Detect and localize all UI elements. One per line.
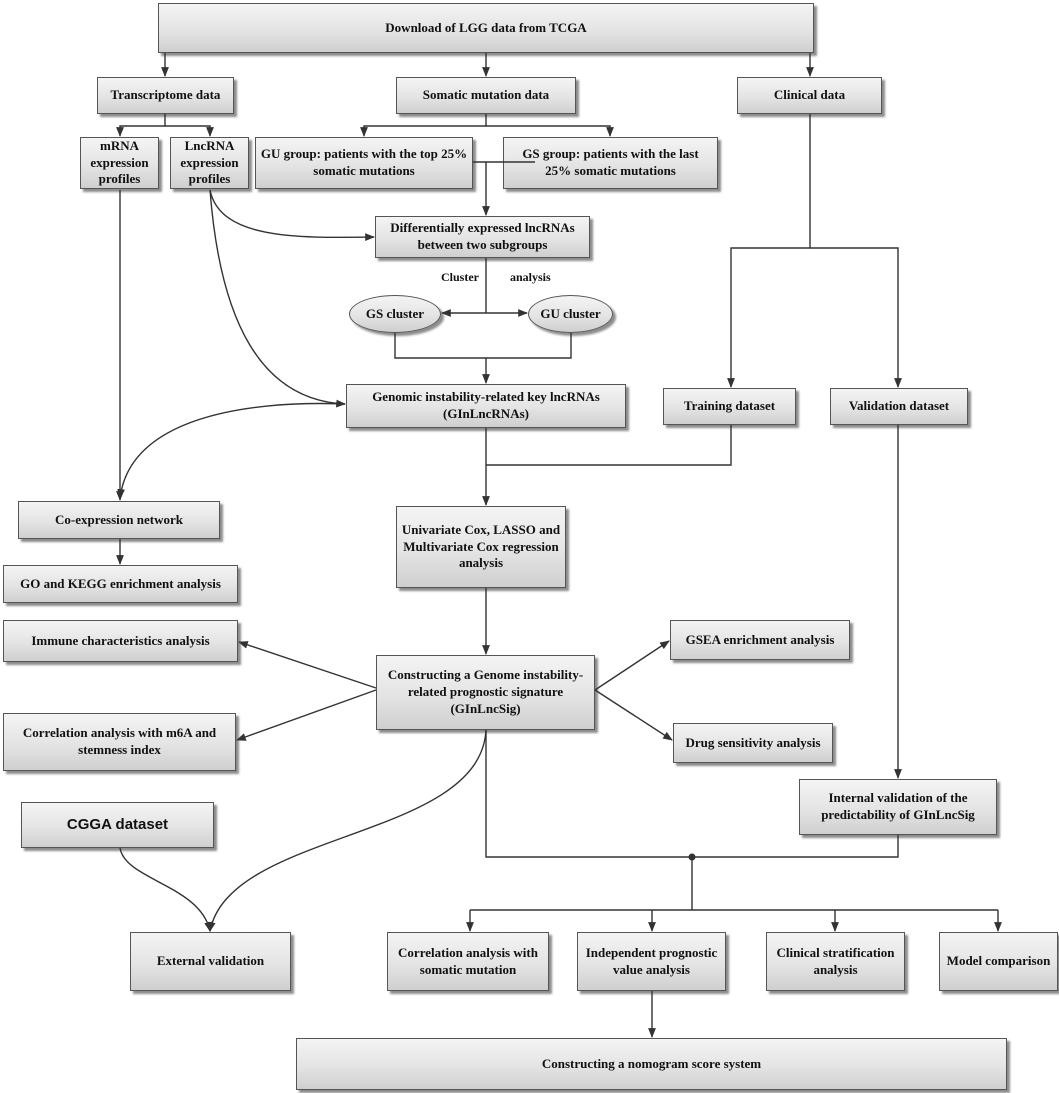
node-m6a-stemness: Correlation analysis with m6A and stemne…: [3, 713, 236, 771]
node-gsea-enrichment: GSEA enrichment analysis: [670, 620, 850, 660]
label-cluster: Cluster: [441, 270, 479, 284]
node-model-comparison: Model comparison: [939, 932, 1058, 991]
node-lncrna-profiles: LncRNA expression profiles: [170, 137, 249, 189]
connector-3: [116, 114, 166, 137]
node-download: Download of LGG data from TCGA: [158, 3, 814, 53]
node-correlation-somatic: Correlation analysis with somatic mutati…: [387, 932, 549, 991]
connector-6: [486, 125, 614, 137]
junction-dot: [688, 853, 696, 861]
node-immune-characteristics: Immune characteristics analysis: [3, 620, 238, 662]
connector-38: [207, 729, 487, 932]
connector-5: [360, 114, 487, 137]
node-mrna-profiles: mRNA expression profiles: [80, 137, 159, 189]
connector-29: [692, 835, 899, 858]
connector-24: [236, 689, 377, 741]
connector-16: [117, 402, 346, 499]
connector-37: [119, 847, 212, 932]
connector-4: [165, 125, 214, 137]
label-analysis: analysis: [510, 270, 551, 284]
node-ginlncrnas: Genomic instability-related key lncRNAs …: [346, 384, 626, 428]
connector-23: [238, 641, 377, 689]
node-validation-dataset: Validation dataset: [830, 388, 968, 425]
connector-12: [394, 333, 572, 359]
node-univariate-cox: Univariate Cox, LASSO and Multivariate C…: [396, 506, 566, 588]
connector-8: [209, 189, 375, 242]
node-coexpression-network: Co-expression network: [18, 501, 220, 539]
node-go-kegg: GO and KEGG enrichment analysis: [3, 565, 238, 603]
node-transcriptome: Transcriptome data: [97, 77, 234, 114]
node-external-validation: External validation: [130, 932, 291, 991]
connector-26: [594, 689, 673, 741]
node-gs-group: GS group: patients with the last 25% som…: [503, 137, 718, 189]
node-gu-cluster: GU cluster: [528, 295, 613, 333]
connector-19: [810, 247, 902, 388]
connector-18: [727, 114, 811, 388]
node-gs-cluster: GS cluster: [349, 295, 441, 333]
node-nomogram: Constructing a nomogram score system: [296, 1038, 1007, 1090]
node-drug-sensitivity: Drug sensitivity analysis: [673, 723, 833, 763]
connector-14: [209, 189, 346, 408]
node-somatic-mutation: Somatic mutation data: [396, 77, 576, 114]
node-training-dataset: Training dataset: [663, 388, 796, 425]
node-ginlncsig-signature: Constructing a Genome instability-relate…: [376, 655, 595, 730]
node-gu-group: GU group: patients with the top 25% soma…: [255, 137, 473, 189]
connector-25: [594, 640, 670, 691]
connector-28: [485, 730, 692, 858]
node-clinical-stratification: Clinical stratification analysis: [766, 932, 905, 991]
node-cgga-dataset: CGGA dataset: [21, 802, 214, 848]
node-clinical: Clinical data: [737, 77, 882, 114]
connector-21: [486, 425, 732, 466]
node-independent-prognostic: Independent prognostic value analysis: [577, 932, 726, 991]
node-internal-validation: Internal validation of the predictabilit…: [799, 779, 997, 835]
connector-7: [473, 161, 535, 215]
